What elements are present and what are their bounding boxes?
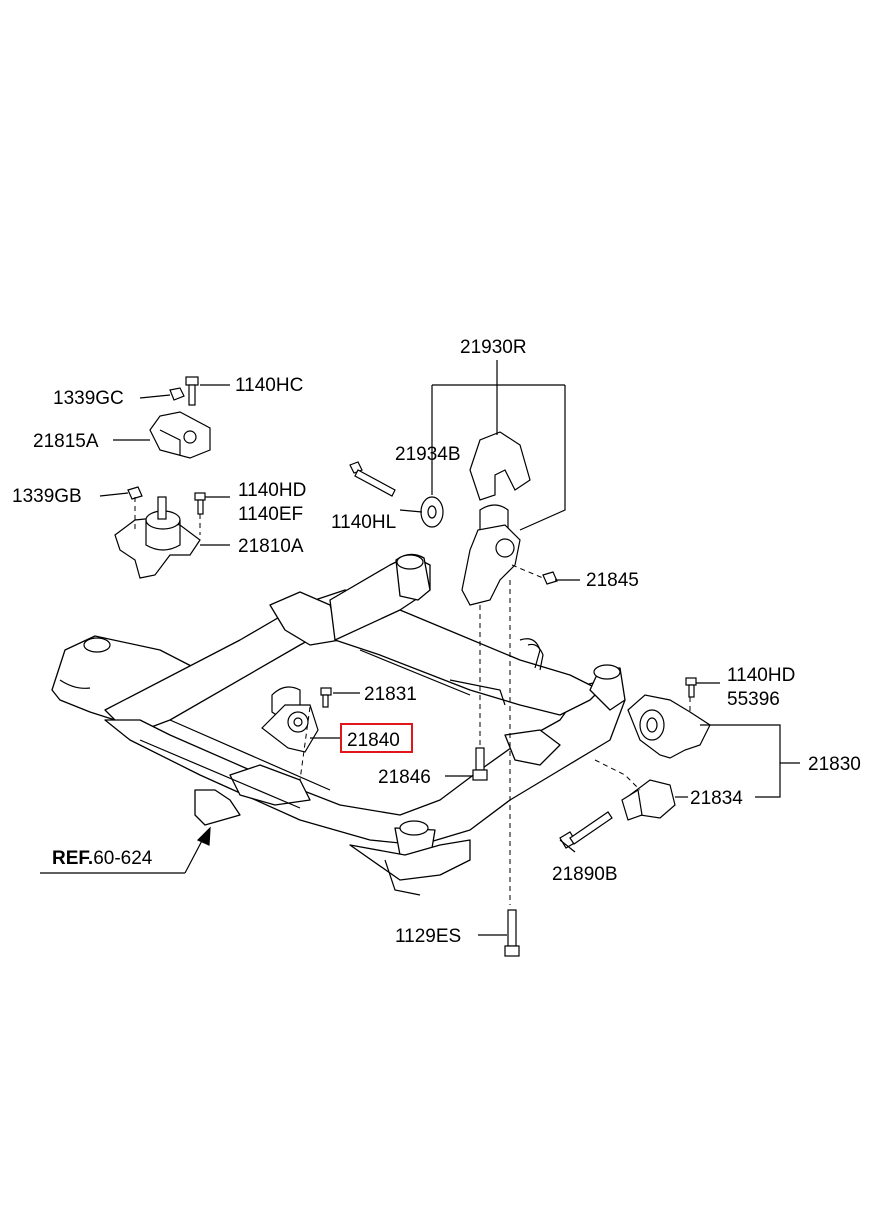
part-labels: 21930R 1140HC 1339GC 21815A 21934B 1140H… bbox=[12, 337, 861, 947]
mount-21810a-drawing bbox=[114, 496, 201, 579]
bolt-21846-drawing bbox=[472, 747, 488, 781]
mount-21840-drawing bbox=[261, 686, 319, 753]
nut-21845-drawing bbox=[542, 571, 558, 585]
label-1339gc[interactable]: 1339GC bbox=[53, 388, 124, 409]
reference-label[interactable]: REF.60-624 bbox=[52, 848, 153, 869]
nut-1339gc-drawing bbox=[169, 387, 185, 401]
ref-arrow-drawing bbox=[184, 826, 211, 874]
label-21890b[interactable]: 21890B bbox=[552, 864, 618, 885]
label-1140hd-right[interactable]: 1140HD bbox=[727, 665, 795, 686]
bracket-21834-drawing bbox=[621, 779, 676, 821]
label-1140hd-upper[interactable]: 1140HD bbox=[238, 480, 306, 501]
alignment-lines bbox=[134, 497, 691, 905]
label-1140hc[interactable]: 1140HC bbox=[235, 375, 303, 396]
label-21834[interactable]: 21834 bbox=[690, 788, 743, 809]
bolt-21890b-drawing bbox=[559, 811, 613, 849]
subframe-drawing bbox=[51, 553, 626, 896]
bracket-21930r-drawing bbox=[461, 431, 531, 606]
label-55396[interactable]: 55396 bbox=[727, 689, 780, 710]
nut-1339gb-drawing bbox=[127, 486, 143, 500]
label-21830[interactable]: 21830 bbox=[808, 754, 861, 775]
bolt-21831-drawing bbox=[320, 687, 332, 708]
label-21934b[interactable]: 21934B bbox=[395, 444, 461, 465]
washer-21934b-drawing bbox=[420, 496, 444, 528]
bolt-1129es-drawing bbox=[504, 909, 520, 957]
bolt-1140hd-1140ef-drawing bbox=[194, 492, 206, 515]
label-21840[interactable]: 21840 bbox=[347, 730, 400, 751]
label-21930r[interactable]: 21930R bbox=[460, 337, 527, 358]
label-1140hl[interactable]: 1140HL bbox=[331, 512, 396, 533]
label-21831[interactable]: 21831 bbox=[364, 684, 417, 705]
bolt-1140hl-drawing bbox=[349, 461, 396, 497]
label-1129es[interactable]: 1129ES bbox=[395, 926, 461, 947]
label-1339gb[interactable]: 1339GB bbox=[12, 486, 82, 507]
reference-number: 60-624 bbox=[93, 848, 153, 869]
label-21845[interactable]: 21845 bbox=[586, 570, 639, 591]
mount-21830-drawing bbox=[627, 677, 711, 759]
label-21815a[interactable]: 21815A bbox=[33, 431, 99, 452]
bolt-1140hc-drawing bbox=[185, 376, 199, 406]
bracket-21815a-drawing bbox=[149, 411, 211, 459]
highlight-box-21840 bbox=[340, 723, 413, 753]
label-1140ef[interactable]: 1140EF bbox=[238, 504, 303, 525]
label-21846[interactable]: 21846 bbox=[378, 767, 431, 788]
leader-lines bbox=[40, 360, 800, 936]
label-21810a[interactable]: 21810A bbox=[238, 536, 304, 557]
reference-prefix: REF. bbox=[52, 848, 93, 869]
